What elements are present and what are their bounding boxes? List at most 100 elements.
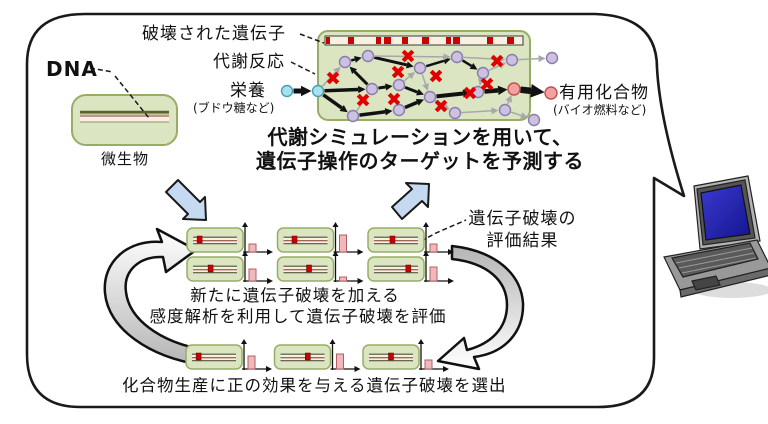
knockout-x-icon xyxy=(401,49,415,63)
reaction-edge xyxy=(373,55,408,67)
reaction-edge xyxy=(425,59,445,68)
disrupted-gene-mark xyxy=(507,37,514,44)
mutant-genome-panel xyxy=(185,339,272,372)
cycle-arrow-right xyxy=(436,244,525,371)
reaction-arrowhead xyxy=(443,53,451,61)
reaction-arrowhead xyxy=(385,83,393,91)
production-bar xyxy=(339,234,347,253)
reaction-edge xyxy=(461,59,473,67)
reaction-arrowhead xyxy=(469,62,478,70)
disrupted-gene-mark xyxy=(487,37,493,44)
metabolite-node xyxy=(505,53,519,67)
production-bar xyxy=(339,276,347,282)
reaction-arrowhead xyxy=(349,66,358,75)
callout-metabolic-reaction xyxy=(290,61,316,75)
nutrient-label: 栄養 xyxy=(230,81,266,101)
mutant-genome-panel xyxy=(186,251,273,284)
callout-destroyed-gene xyxy=(299,33,325,44)
mutant-genome-panel xyxy=(276,251,364,284)
metabolite-node xyxy=(365,82,379,96)
step-select-label: 化合物生産に正の効果を与える遺伝子破壊を選出 xyxy=(122,376,507,395)
knockout-site-mark xyxy=(195,352,202,361)
metabolic-reaction-label: 代謝反応 xyxy=(213,52,285,72)
production-bar xyxy=(248,268,257,282)
reaction-arrowhead xyxy=(491,107,499,115)
reaction-edge xyxy=(403,75,410,82)
useful-compound-note: (バイオ燃料など) xyxy=(553,103,647,117)
metabolite-node xyxy=(338,55,352,69)
headline-line2: 遺伝子操作のターゲットを予測する xyxy=(256,149,584,173)
reaction-edge xyxy=(520,86,532,95)
reaction-edge xyxy=(518,57,539,61)
metabolite-node xyxy=(392,78,406,92)
reaction-edge xyxy=(404,100,418,110)
reaction-edge xyxy=(324,87,359,93)
disrupted-gene-mark xyxy=(348,37,354,44)
reaction-edge xyxy=(404,85,418,94)
reaction-edge xyxy=(436,91,464,99)
callout-dna-a xyxy=(89,67,114,73)
reaction-arrowhead xyxy=(415,98,425,106)
metabolite-node xyxy=(527,113,541,127)
knockout-site-mark xyxy=(196,235,203,244)
production-bar xyxy=(247,355,256,370)
metabolite-node xyxy=(498,103,512,117)
evaluation-label-line1: 遺伝子破壊の xyxy=(468,209,577,229)
production-bar xyxy=(248,243,257,253)
knockout-site-mark xyxy=(207,264,214,273)
microbe-label: 微生物 xyxy=(100,150,149,168)
reaction-edge xyxy=(488,64,500,72)
reaction-arrowhead xyxy=(358,85,366,94)
callout-dna-b xyxy=(114,75,150,119)
mutant-genome-panel xyxy=(276,222,364,255)
reaction-arrowhead xyxy=(384,108,393,116)
metabolite-node xyxy=(476,66,490,80)
product-node xyxy=(507,82,521,96)
production-bar xyxy=(424,359,433,370)
input-node xyxy=(280,84,294,98)
genome-panels xyxy=(185,222,454,372)
reaction-edge xyxy=(421,73,427,85)
product-node xyxy=(544,86,558,100)
reaction-edge xyxy=(353,70,369,86)
reaction-arrowhead xyxy=(301,85,312,97)
disrupted-gene-mark xyxy=(422,37,429,44)
metabolite-node xyxy=(392,103,406,117)
reaction-arrowhead xyxy=(416,88,424,96)
production-bar xyxy=(429,266,438,282)
flow-arrow-down-right xyxy=(165,179,207,221)
reaction-edge xyxy=(350,58,356,62)
mutant-genome-panel xyxy=(186,222,273,255)
reaction-arrowhead xyxy=(333,66,341,75)
flow-arrow-up-right xyxy=(391,182,430,220)
destroyed-gene-label: 破壊された遺伝子 xyxy=(142,24,286,44)
useful-compound-label: 有用化合物 xyxy=(559,83,649,103)
disrupted-gene-mark xyxy=(384,37,391,44)
metabolite-node xyxy=(423,90,437,104)
laptop-icon xyxy=(663,175,768,298)
knockout-x-icon xyxy=(490,54,504,68)
reaction-arrowhead xyxy=(354,56,362,63)
knockout-x-icon xyxy=(429,69,443,83)
knockout-site-mark xyxy=(305,352,311,361)
knockout-x-icon xyxy=(326,71,340,85)
disrupted-gene-mark xyxy=(453,37,460,44)
disrupted-gene-mark xyxy=(326,37,330,44)
knockout-x-icon xyxy=(356,93,370,107)
reaction-edge xyxy=(461,110,492,114)
metabolite-node xyxy=(448,106,462,120)
metabolite-node xyxy=(450,50,464,64)
reaction-edge xyxy=(506,101,510,105)
reaction-edge xyxy=(510,111,522,117)
reaction-arrowhead xyxy=(406,61,414,69)
disrupted-gene-mark xyxy=(446,37,451,44)
reaction-arrowhead xyxy=(520,112,528,119)
reaction-arrowhead xyxy=(407,72,415,80)
dna-label: DNA xyxy=(46,57,98,81)
evaluation-label-line2: 評価結果 xyxy=(486,231,559,251)
knockout-x-icon xyxy=(434,99,448,113)
reaction-edge xyxy=(359,110,386,117)
disrupted-gene-mark xyxy=(402,37,408,44)
